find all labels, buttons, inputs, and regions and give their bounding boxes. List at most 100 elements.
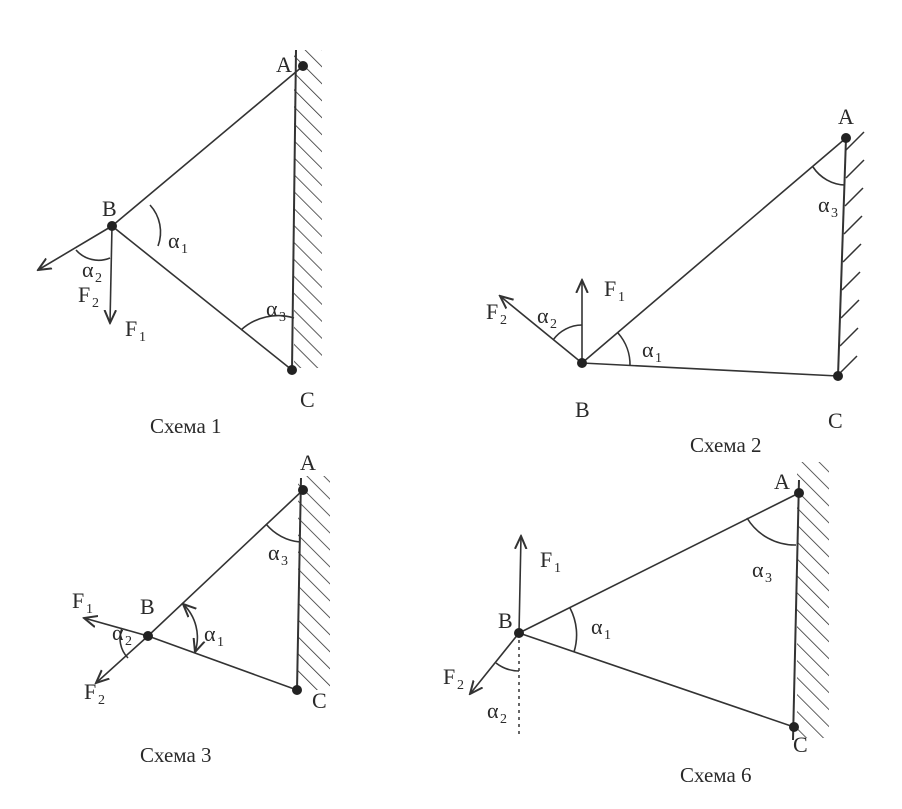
f2-sub: 2 xyxy=(500,313,507,328)
joint-c xyxy=(292,685,302,695)
joint-a xyxy=(298,485,308,495)
label-force-f1: F 1 xyxy=(540,547,561,576)
f1-name: F xyxy=(604,276,616,301)
joint-a xyxy=(298,61,308,71)
joint-b xyxy=(577,358,587,368)
label-point-b: B xyxy=(140,594,155,619)
rod-ba xyxy=(581,137,847,364)
label-force-f1: F 1 xyxy=(604,276,625,305)
joint-a xyxy=(794,488,804,498)
joint-b xyxy=(107,221,117,231)
f2-sub: 2 xyxy=(98,693,105,708)
f2-name: F xyxy=(443,664,455,689)
label-angle-a2: α 2 xyxy=(487,698,507,727)
f1-sub: 1 xyxy=(86,602,93,617)
a1-sub: 1 xyxy=(604,628,611,643)
f1-sub: 1 xyxy=(618,290,625,305)
label-force-f2: F 2 xyxy=(443,664,464,693)
a1-sub: 1 xyxy=(181,242,188,257)
force-f1-arrow xyxy=(110,225,112,323)
force-f2-arrow xyxy=(38,225,113,270)
label-point-b: B xyxy=(575,397,590,422)
force-f1-arrow xyxy=(84,618,149,637)
a1-name: α xyxy=(168,228,180,253)
a2-name: α xyxy=(112,620,124,645)
f1-sub: 1 xyxy=(554,561,561,576)
rod-bc xyxy=(518,632,795,728)
a2-sub: 2 xyxy=(500,712,507,727)
angle-a3-arc xyxy=(812,166,846,186)
scheme-1: A B C F 1 F 2 α 1 α 2 α 3 Схема 1 xyxy=(38,46,328,438)
caption-scheme-1: Схема 1 xyxy=(150,414,222,438)
angle-a2-arc xyxy=(75,249,111,262)
angle-a1-arc xyxy=(617,332,631,367)
f1-sub: 1 xyxy=(139,330,146,345)
a2-sub: 2 xyxy=(95,271,102,286)
wall-hatching xyxy=(838,131,865,375)
a2-sub: 2 xyxy=(550,317,557,332)
label-force-f2: F 2 xyxy=(78,282,99,311)
angle-a3-arc xyxy=(746,517,797,546)
a1-sub: 1 xyxy=(655,351,662,366)
f1-name: F xyxy=(125,316,137,341)
a3-name: α xyxy=(268,540,280,565)
rod-ba xyxy=(518,492,800,634)
joint-c xyxy=(287,365,297,375)
force-f2-arrow xyxy=(96,635,149,683)
a2-name: α xyxy=(487,698,499,723)
angle-a3-arc xyxy=(240,314,295,331)
rod-bc xyxy=(147,635,298,691)
label-angle-a3: α 3 xyxy=(752,557,772,586)
force-f1-arrow xyxy=(519,536,521,634)
angle-a2-arc xyxy=(119,627,129,659)
angle-a3-arc xyxy=(265,523,301,543)
f1-name: F xyxy=(540,547,552,572)
joint-b xyxy=(514,628,524,638)
wall-line xyxy=(291,49,297,371)
a3-sub: 3 xyxy=(765,571,772,586)
joint-c xyxy=(789,722,799,732)
wall-hatching xyxy=(797,462,829,738)
label-angle-a3: α 3 xyxy=(268,540,288,569)
f2-sub: 2 xyxy=(92,296,99,311)
label-point-c: C xyxy=(828,408,843,433)
joint-a xyxy=(841,133,851,143)
angle-a1-arc xyxy=(183,604,197,652)
f1-name: F xyxy=(72,588,84,613)
label-point-b: B xyxy=(498,608,513,633)
f2-sub: 2 xyxy=(457,678,464,693)
caption-scheme-6: Схема 6 xyxy=(680,763,752,787)
wall-line xyxy=(296,477,302,691)
a1-sub: 1 xyxy=(217,635,224,650)
rod-bc xyxy=(581,362,839,377)
label-point-c: C xyxy=(793,732,808,757)
a1-name: α xyxy=(204,621,216,646)
rod-ab xyxy=(111,65,304,227)
label-angle-a1: α 1 xyxy=(168,228,188,257)
wall-hatching xyxy=(294,50,324,368)
force-f2-arrow xyxy=(500,296,583,364)
label-angle-a2: α 2 xyxy=(112,620,132,649)
scheme-3: A B C F 1 F 2 α 1 α 2 α 3 Схема 3 xyxy=(72,450,336,767)
rod-bc xyxy=(111,225,293,371)
rod-ba xyxy=(147,489,304,637)
wall-line xyxy=(792,479,800,741)
label-force-f1: F 1 xyxy=(125,316,146,345)
force-f2-arrow xyxy=(470,632,520,694)
angle-a2-arc xyxy=(552,324,583,341)
label-point-c: C xyxy=(300,387,315,412)
label-point-a: A xyxy=(300,450,316,475)
f2-name: F xyxy=(78,282,90,307)
caption-scheme-2: Схема 2 xyxy=(690,433,762,457)
angle-a1-arc xyxy=(149,204,162,247)
label-point-a: A xyxy=(774,469,790,494)
a3-sub: 3 xyxy=(281,554,288,569)
a3-name: α xyxy=(266,296,278,321)
joint-b xyxy=(143,631,153,641)
f2-name: F xyxy=(486,299,498,324)
label-point-a: A xyxy=(838,104,854,129)
label-angle-a3: α 3 xyxy=(818,192,838,221)
wall-hatching xyxy=(298,476,330,690)
scheme-2: A B C F 1 F 2 α 1 α 2 α 3 Схема 2 xyxy=(486,104,865,457)
